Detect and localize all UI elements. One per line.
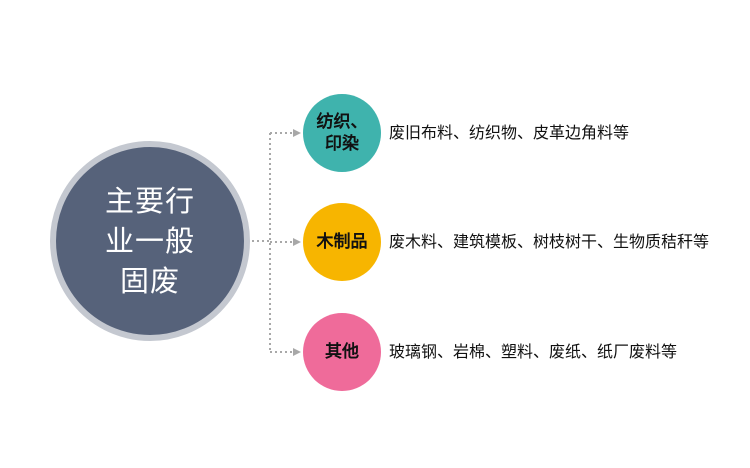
- main-node-label: 主要行 业一般 固废: [95, 181, 205, 301]
- main-label-line3: 固废: [119, 264, 180, 298]
- branch-label-wood: 木制品: [316, 232, 368, 252]
- main-node: 主要行 业一般 固废: [50, 141, 250, 341]
- branch-label-textile: 纺织、 印染: [314, 111, 370, 155]
- branch-node-textile: 纺织、 印染: [303, 94, 381, 172]
- branch-label-textile-line1: 纺织、: [316, 112, 368, 132]
- branch-label-other: 其他: [325, 342, 359, 362]
- main-label-line1: 主要行: [104, 184, 195, 218]
- branch-desc-other: 玻璃钢、岩棉、塑料、废纸、纸厂废料等: [389, 342, 678, 361]
- branch-desc-textile: 废旧布料、纺织物、皮革边角料等: [389, 123, 630, 142]
- branch-node-wood: 木制品: [303, 203, 381, 281]
- branch-node-other: 其他: [303, 313, 381, 391]
- branch-desc-wood: 废木料、建筑模板、树枝树干、生物质秸秆等: [389, 232, 710, 251]
- main-label-line2: 业一般: [104, 224, 195, 258]
- branch-label-textile-line2: 印染: [325, 134, 359, 154]
